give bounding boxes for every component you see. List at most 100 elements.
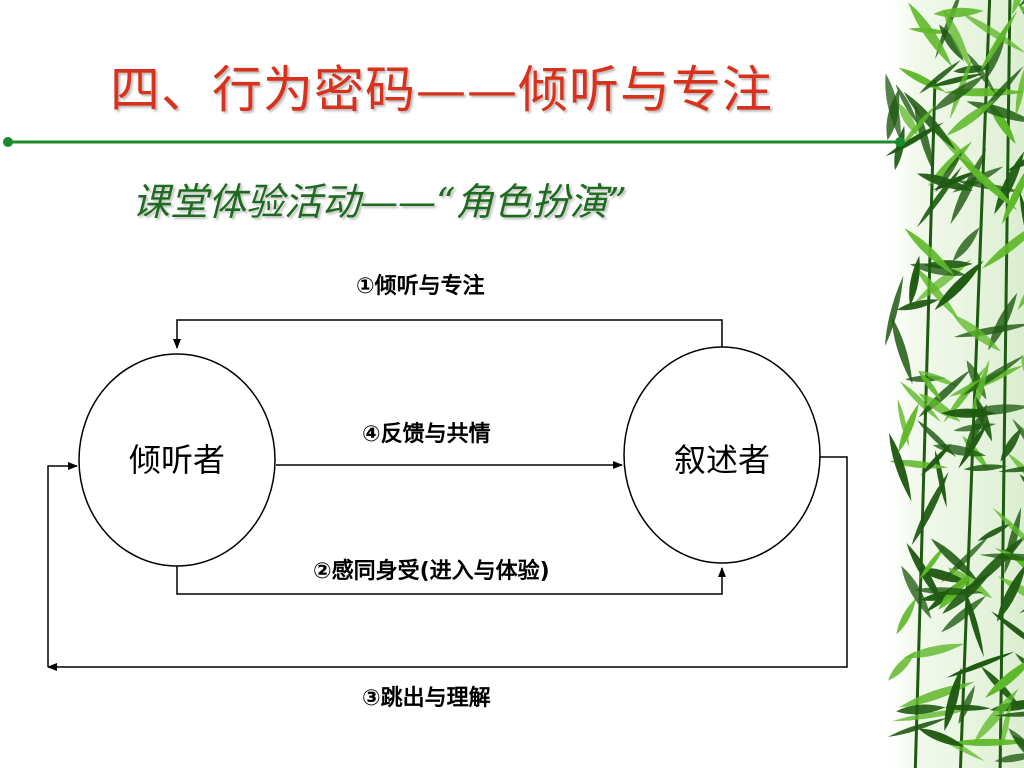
- bamboo-leaf: [946, 651, 1015, 678]
- bamboo-leaf: [994, 753, 1024, 763]
- bamboo-leaf: [952, 227, 980, 262]
- bamboo-leaf: [962, 355, 1024, 396]
- bamboo-leaf: [979, 10, 1018, 74]
- bamboo-leaf: [943, 8, 972, 69]
- bamboo-leaf: [911, 471, 949, 546]
- bamboo-leaf: [1012, 0, 1024, 15]
- bamboo-leaf: [888, 651, 916, 681]
- bamboo-leaf: [918, 728, 965, 747]
- bamboo-leaf: [892, 708, 976, 722]
- bamboo-leaf: [901, 565, 932, 620]
- bamboo-leaf: [941, 595, 987, 633]
- bamboo-leaf: [1019, 191, 1024, 259]
- bamboo-leaf: [889, 433, 912, 502]
- bamboo-leaf: [896, 704, 946, 715]
- bamboo-leaf: [917, 173, 973, 191]
- bamboo-leaf: [985, 657, 1024, 698]
- bamboo-leaf: [965, 591, 984, 658]
- edge-left-return-connector: [47, 462, 78, 667]
- bamboo-leaf: [942, 572, 991, 614]
- bamboo-leaf: [930, 73, 983, 87]
- bamboo-leaf: [1015, 64, 1024, 116]
- bamboo-leaf: [950, 148, 987, 225]
- divider-dot-right: [895, 137, 905, 147]
- bamboo-leaf: [909, 255, 920, 306]
- bamboo-leaf: [992, 507, 1024, 559]
- bamboo-leaf: [917, 420, 957, 458]
- bamboo-leaf: [898, 102, 918, 136]
- bamboo-leaf: [932, 75, 985, 112]
- bamboo-leaf: [917, 567, 969, 583]
- bamboo-leaf: [914, 259, 972, 303]
- bamboo-leaf: [934, 449, 947, 508]
- bamboo-leaf: [946, 99, 996, 136]
- bamboo-leaf: [947, 567, 993, 599]
- bamboo-leaf: [964, 403, 988, 454]
- bamboo-leaf: [998, 464, 1024, 473]
- bamboo-leaf: [899, 381, 942, 423]
- bamboo-leaf: [898, 403, 919, 453]
- bamboo-leaf: [895, 84, 919, 125]
- bamboo-leaf: [952, 314, 1002, 352]
- bamboo-leaf: [896, 597, 917, 635]
- bamboo-leaf: [1012, 735, 1024, 763]
- bamboo-leaf: [888, 717, 948, 737]
- edge-bottom-inner-label: ②感同身受(进入与体验): [313, 559, 550, 584]
- page-title: 四、行为密码——倾听与专注: [110, 61, 773, 119]
- divider-dot-left: [3, 137, 13, 147]
- edge-top-connector: [173, 319, 723, 349]
- bamboo-leaf: [948, 738, 1024, 746]
- bamboo-leaf: [1007, 452, 1024, 494]
- bamboo-leaf: [956, 154, 1018, 211]
- bamboo-leaf: [932, 444, 987, 457]
- bamboo-leaf: [919, 60, 961, 94]
- node-narrator-label: 叙述者: [673, 441, 770, 479]
- bamboo-leaf: [897, 299, 940, 311]
- bamboo-leaf: [927, 141, 973, 187]
- node-listener-label: 倾听者: [128, 441, 225, 479]
- bamboo-leaf: [885, 275, 904, 346]
- bamboo-leaf: [988, 292, 1018, 351]
- edge-bottom-inner-connector: [176, 566, 726, 595]
- bamboo-stem: [998, 0, 1012, 768]
- bamboo-leaf: [908, 2, 953, 68]
- bamboo-leaf: [1000, 428, 1022, 462]
- bamboo-leaf: [904, 228, 955, 276]
- bamboo-leaf: [981, 219, 1024, 269]
- bamboo-leaf: [944, 667, 962, 732]
- bamboo-leaf: [1006, 146, 1024, 172]
- bamboo-leaf: [885, 73, 901, 141]
- bamboo-leaf: [943, 366, 986, 423]
- bamboo-leaf: [1011, 553, 1024, 588]
- bamboo-leaves: [885, 0, 1024, 768]
- bamboo-leaf: [894, 125, 905, 171]
- bamboo-leaf: [909, 263, 967, 276]
- bamboo-leaf: [901, 105, 936, 146]
- edge-bottom-outer-connector: [47, 456, 848, 671]
- bamboo-leaf: [919, 370, 958, 387]
- bamboo-leaf: [996, 563, 1024, 622]
- edge-bottom-outer-label: ③跳出与理解: [362, 686, 491, 711]
- bamboo-leaf: [944, 704, 991, 711]
- bamboo-leaf: [977, 522, 1012, 542]
- edge-middle-label: ④反馈与共情: [362, 422, 491, 447]
- bamboo-leaf: [994, 710, 1024, 717]
- bamboo-leaf: [920, 443, 952, 476]
- bamboo-leaf: [966, 52, 997, 95]
- bamboo-leaf: [918, 370, 942, 401]
- bamboo-leaf: [903, 91, 956, 151]
- bamboo-leaf: [914, 102, 934, 173]
- bamboo-leaf: [934, 260, 984, 311]
- bamboo-leaf: [930, 538, 979, 583]
- bamboo-leaf: [889, 460, 948, 469]
- bamboo-leaf: [919, 545, 946, 580]
- bamboo-leaf: [961, 12, 1024, 54]
- bamboo-leaf: [914, 265, 960, 321]
- bamboo-leaf: [941, 408, 997, 418]
- bamboo-leaf: [903, 643, 965, 659]
- bamboo-leaf: [939, 24, 964, 62]
- subtitle: 课堂体验活动——“角色扮演”: [132, 180, 627, 224]
